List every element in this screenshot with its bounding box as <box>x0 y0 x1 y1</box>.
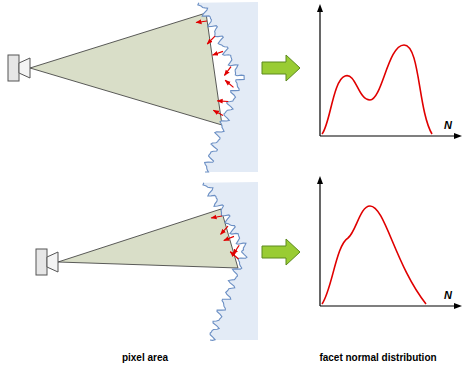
normal-arrow <box>217 100 228 102</box>
normal-arrow <box>213 110 223 115</box>
normal-arrow <box>196 21 207 22</box>
normal-arrow <box>233 245 239 254</box>
view-cone <box>30 13 222 125</box>
normal-arrow <box>224 67 231 76</box>
column-caption: facet normal distribution <box>319 353 436 363</box>
distribution-chart <box>317 176 462 309</box>
surface-fill <box>203 182 258 340</box>
surface-outline <box>198 3 244 172</box>
normal-arrow <box>207 36 215 44</box>
axis-label: N <box>444 120 452 131</box>
facet-normals <box>196 21 239 259</box>
rough-surfaces <box>198 2 258 340</box>
block-arrow <box>262 239 300 265</box>
normal-arrow <box>221 226 228 234</box>
normal-arrow <box>224 236 234 240</box>
normal-arrow <box>213 51 223 55</box>
camera <box>8 55 30 81</box>
view-cone <box>58 209 238 268</box>
distribution-chart <box>317 4 462 139</box>
surface-fill <box>198 2 258 172</box>
normal-arrow <box>211 216 222 218</box>
block-arrow <box>262 55 300 81</box>
normal-arrow <box>230 252 238 259</box>
column-caption: pixel area <box>122 353 168 363</box>
surface-outline <box>203 183 247 341</box>
normal-arrow <box>225 80 233 87</box>
camera <box>36 249 58 275</box>
axis-label: N <box>444 290 452 301</box>
